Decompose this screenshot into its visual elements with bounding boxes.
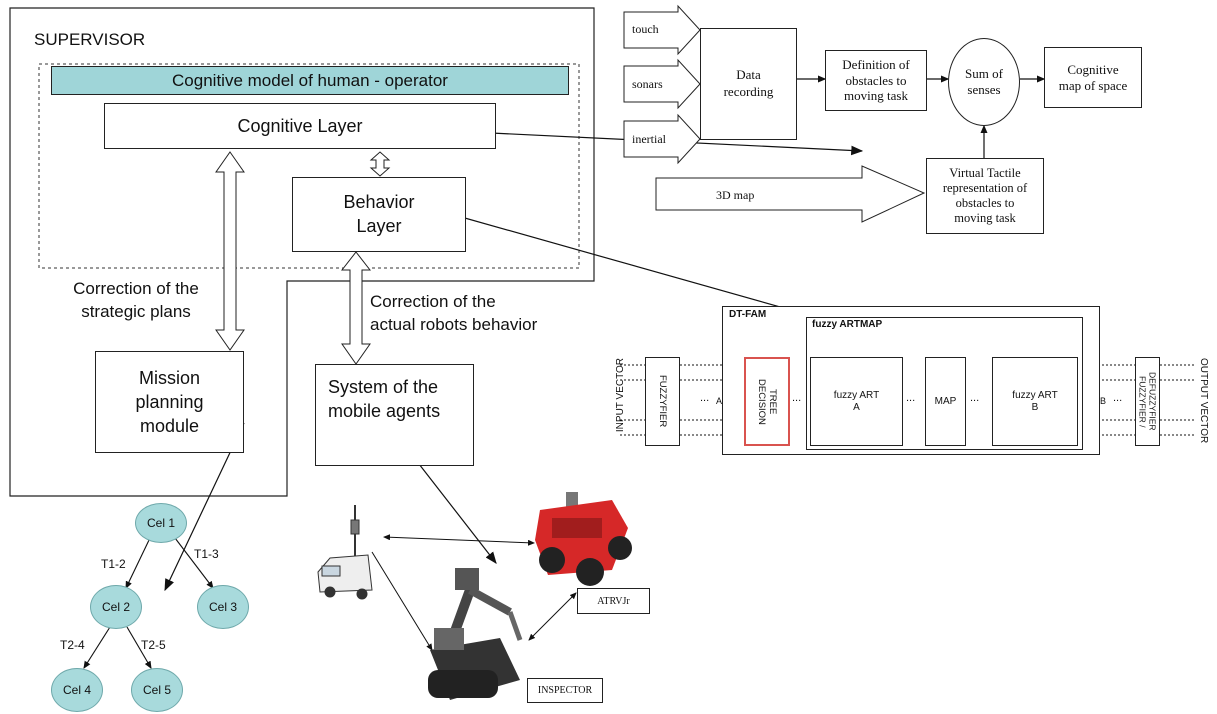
input-inertial-label: inertial: [632, 132, 666, 146]
data-recording-box: Data recording: [700, 28, 797, 140]
fuzzy-art-b-line2: B: [1031, 401, 1039, 413]
virtual-tactile-box: Virtual Tactile representation of obstac…: [926, 158, 1044, 234]
dots-2: ...: [792, 392, 802, 404]
correction-behavior-line2: actual robots behavior: [370, 314, 538, 334]
sum-senses-line2: senses: [967, 82, 1001, 97]
fuzzyfier-label: FUZZYFIER: [657, 375, 668, 428]
behavior-layer-box: Behavior Layer: [292, 177, 466, 252]
atrv-robot-image: [535, 492, 632, 586]
virtual-tactile-line2: representation of: [942, 181, 1028, 195]
sum-of-senses-ellipse: Sum of senses: [948, 38, 1020, 126]
fuzzy-art-a-box: fuzzy ART A: [810, 357, 903, 446]
mission-planning-box: Mission planning module: [95, 351, 244, 453]
input-arrow-inertial: [623, 113, 701, 165]
edge-t1-3: T1-3: [194, 547, 219, 561]
map3d-label: 3D map: [716, 188, 755, 202]
atrv-label: ATRVJr: [577, 588, 650, 614]
dots-3: ...: [906, 392, 916, 404]
correction-strategic-line2: strategic plans: [81, 301, 191, 321]
mission-line2: planning: [135, 391, 204, 412]
mobile-agents-box: System of the mobile agents: [315, 364, 474, 466]
supervisor-dashed-region: [38, 63, 580, 269]
label-a: A: [716, 396, 723, 406]
data-recording-line2: recording: [723, 84, 774, 99]
input-vector-label: INPUT VECTOR: [615, 358, 626, 433]
label-b: B: [1100, 396, 1107, 406]
fuzzyfier-box: FUZZYFIER: [645, 357, 680, 446]
cognitive-map-line2: map of space: [1058, 77, 1128, 93]
output-vector-label: OUTPUT VECTOR: [1198, 358, 1209, 444]
defuzzyfier-line1: FUZZYFIER /: [1137, 375, 1148, 428]
edge-t2-5: T2-5: [141, 638, 166, 652]
fuzzy-art-b-line1: fuzzy ART: [1012, 389, 1058, 401]
fuzzy-art-a-line2: A: [853, 401, 860, 413]
fuzzy-art-b-box: fuzzy ART B: [992, 357, 1078, 446]
definition-line3: moving task: [844, 88, 908, 104]
cognitive-map-line1: Cognitive: [1067, 61, 1119, 77]
defuzzyfier-box: FUZZYFIER / DEFUZZYFIER: [1135, 357, 1160, 446]
double-arrow-behavior: [340, 251, 372, 365]
virtual-tactile-line4: moving task: [954, 211, 1016, 225]
cognitive-map-box: Cognitive map of space: [1044, 47, 1142, 108]
dots-4: ...: [970, 392, 980, 404]
mission-line1: Mission: [138, 367, 200, 388]
decision-tree-line1: DECISION: [756, 378, 767, 425]
input-arrow-sonars: [623, 58, 701, 110]
sum-senses-line1: Sum of: [965, 66, 1003, 82]
correction-behavior-line1: Correction of the: [370, 292, 496, 311]
mobile-agents-line2: mobile agents: [328, 401, 441, 422]
van-image: [317, 505, 373, 600]
defuzzyfier-line2: DEFUZZYFIER: [1147, 372, 1158, 431]
cognitive-model-box: Cognitive model of human - operator: [51, 66, 569, 95]
double-arrow-strategic: [215, 151, 245, 351]
correction-strategic-label: Correction of the strategic plans: [56, 278, 216, 324]
supervisor-outline: [9, 7, 595, 497]
behavior-layer-line1: Behavior: [343, 192, 415, 213]
map-box: MAP: [925, 357, 966, 446]
virtual-tactile-line3: obstacles to: [955, 196, 1015, 210]
edge-t2-4: T2-4: [60, 638, 85, 652]
dtfam-title: DT-FAM: [729, 309, 767, 320]
tree-node-cel5: Cel 5: [131, 668, 183, 712]
mission-line3: module: [139, 416, 200, 437]
definition-line2: obstacles to: [845, 72, 907, 88]
dots-5: ...: [1113, 392, 1123, 404]
double-arrow-layers: [369, 151, 391, 177]
edge-t1-2: T1-2: [101, 557, 126, 571]
dots-1: ...: [700, 392, 710, 404]
supervisor-title: SUPERVISOR: [34, 30, 146, 49]
input-arrow-3dmap: [655, 165, 926, 223]
correction-strategic-line1: Correction of the: [73, 279, 199, 298]
mobile-agents-line1: System of the: [328, 377, 439, 397]
correction-behavior-label: Correction of the actual robots behavior: [370, 291, 537, 337]
input-touch-label: touch: [632, 22, 659, 36]
inspector-label: INSPECTOR: [527, 678, 603, 703]
cognitive-layer-box: Cognitive Layer: [104, 103, 496, 149]
input-sonars-label: sonars: [632, 77, 663, 91]
tree-node-cel2: Cel 2: [90, 585, 142, 629]
virtual-tactile-line1: Virtual Tactile: [949, 166, 1021, 180]
definition-line1: Definition of: [842, 57, 910, 73]
definition-obstacles-box: Definition of obstacles to moving task: [825, 50, 927, 111]
decision-tree-box: DECISION TREE: [744, 357, 790, 446]
tree-node-cel4: Cel 4: [51, 668, 103, 712]
tree-node-cel3: Cel 3: [197, 585, 249, 629]
artmap-title: fuzzy ARTMAP: [812, 319, 883, 330]
tree-node-cel1: Cel 1: [135, 503, 187, 543]
decision-tree-line2: TREE: [767, 388, 778, 415]
input-arrow-touch: [623, 4, 701, 56]
fuzzy-art-a-line1: fuzzy ART: [833, 389, 880, 401]
inspector-robot-image: [428, 568, 523, 700]
behavior-layer-line2: Layer: [356, 215, 402, 236]
data-recording-line1: Data: [736, 67, 761, 83]
